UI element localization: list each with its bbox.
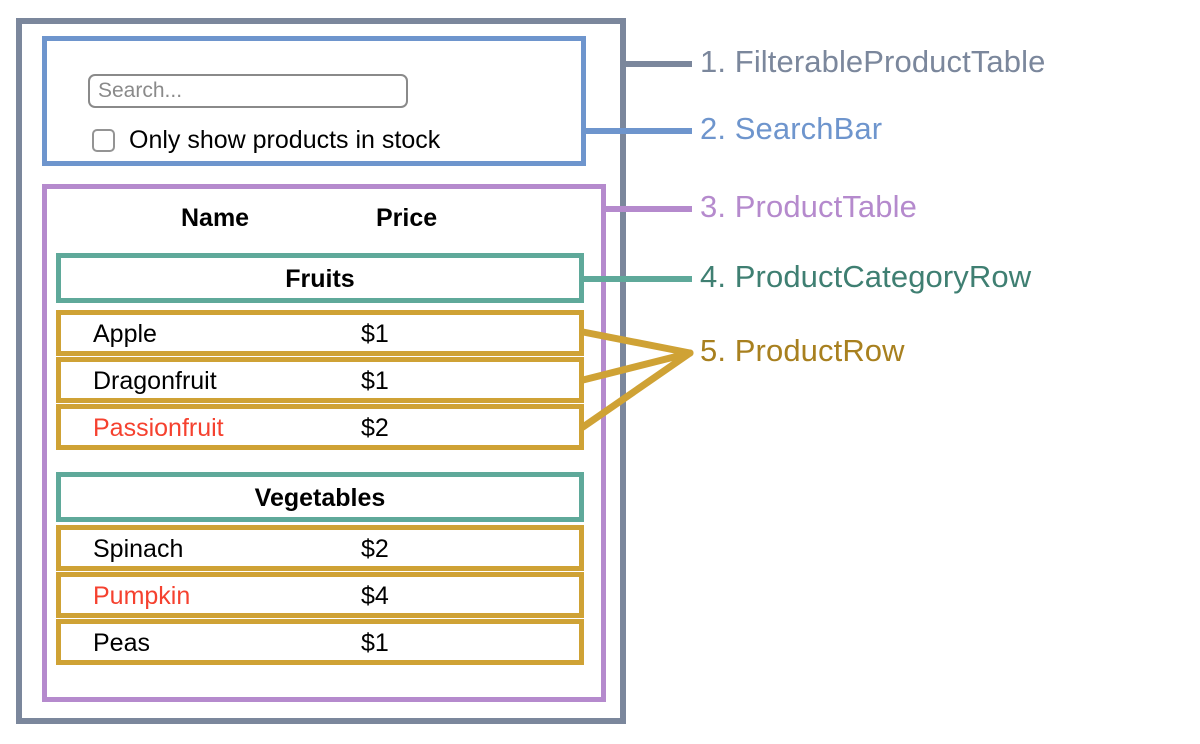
- legend-name: ProductTable: [734, 189, 917, 224]
- category-label: Fruits: [285, 265, 355, 293]
- legend-number: 1.: [700, 44, 727, 79]
- search-bar-box: [42, 36, 586, 166]
- product-price: $1: [361, 320, 389, 348]
- legend-number: 4.: [700, 259, 727, 294]
- product-row: Pumpkin $4: [56, 572, 584, 618]
- legend-item-filterable-product-table: 1. FilterableProductTable: [700, 45, 1045, 79]
- product-name: Spinach: [93, 535, 184, 563]
- search-input[interactable]: [88, 74, 408, 108]
- product-category-row: Fruits: [56, 253, 584, 303]
- category-label: Vegetables: [254, 484, 386, 512]
- legend-number: 2.: [700, 111, 727, 146]
- product-name: Peas: [93, 629, 150, 657]
- legend-name: SearchBar: [734, 111, 883, 146]
- legend-item-product-row: 5. ProductRow: [700, 334, 905, 368]
- product-row: Passionfruit $2: [56, 404, 584, 450]
- product-price: $2: [361, 414, 389, 442]
- product-name: Dragonfruit: [93, 367, 217, 395]
- product-table-header: Name Price: [56, 196, 592, 240]
- only-in-stock-label: Only show products in stock: [129, 126, 441, 154]
- legend-item-product-table: 3. ProductTable: [700, 190, 917, 224]
- legend-name: FilterableProductTable: [734, 44, 1046, 79]
- product-table-box: [42, 184, 606, 702]
- product-name: Passionfruit: [93, 414, 224, 442]
- product-row: Peas $1: [56, 619, 584, 665]
- legend-name: ProductRow: [734, 333, 905, 368]
- legend-number: 3.: [700, 189, 727, 224]
- product-category-row: Vegetables: [56, 472, 584, 522]
- product-name: Pumpkin: [93, 582, 191, 610]
- product-price: $4: [361, 582, 389, 610]
- product-row: Apple $1: [56, 310, 584, 356]
- product-row: Dragonfruit $1: [56, 357, 584, 403]
- legend-number: 5.: [700, 333, 727, 368]
- legend-item-search-bar: 2. SearchBar: [700, 112, 882, 146]
- column-header-name: Name: [181, 204, 250, 232]
- product-row: Spinach $2: [56, 525, 584, 571]
- stock-filter-row[interactable]: Only show products in stock: [92, 128, 440, 153]
- only-in-stock-checkbox[interactable]: [92, 129, 115, 152]
- product-name: Apple: [93, 320, 157, 348]
- column-header-price: Price: [376, 204, 438, 232]
- product-price: $2: [361, 535, 389, 563]
- legend-name: ProductCategoryRow: [734, 259, 1032, 294]
- product-price: $1: [361, 367, 389, 395]
- legend-item-product-category-row: 4. ProductCategoryRow: [700, 260, 1031, 294]
- product-price: $1: [361, 629, 389, 657]
